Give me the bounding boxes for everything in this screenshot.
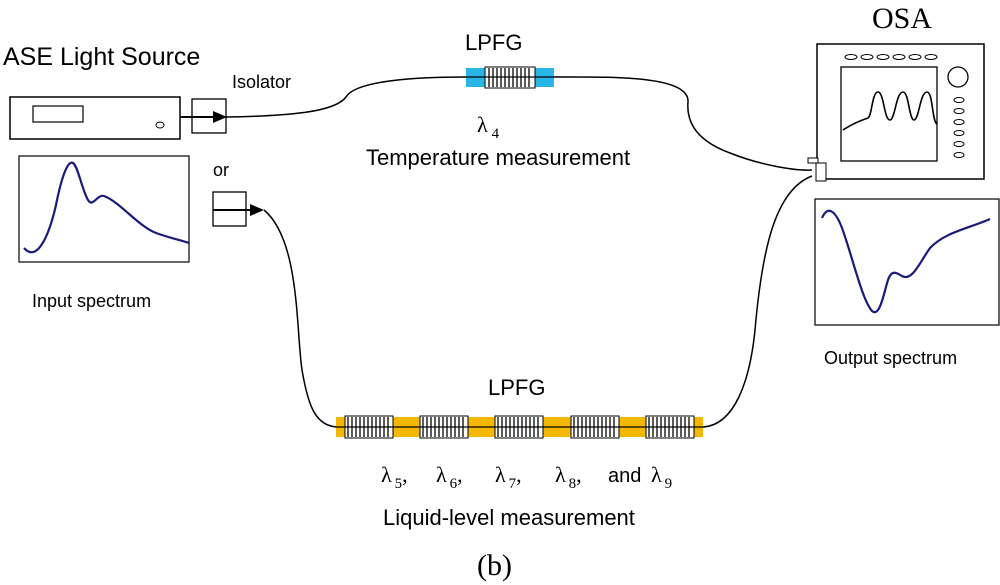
ase-light-source-box [9, 96, 181, 140]
or-label: or [213, 160, 229, 180]
isolator-top [180, 98, 227, 134]
figure-label: (b) [477, 549, 512, 582]
osa-instrument [807, 43, 985, 182]
bottom-lpfg-label: LPFG [488, 375, 545, 400]
top-lpfg-grating [466, 66, 554, 89]
input-spectrum-plot [18, 155, 190, 263]
isolator-bottom [212, 191, 264, 227]
osa-side-buttons [953, 97, 965, 158]
input-spectrum-label: Input spectrum [32, 291, 151, 311]
top-fiber [225, 76, 813, 171]
osa-label: OSA [872, 2, 932, 35]
output-spectrum-label: Output spectrum [824, 348, 957, 368]
osa-screen-trace [842, 91, 938, 131]
liquid-level-measurement-label: Liquid-level measurement [383, 505, 635, 530]
bottom-lpfg-array [336, 415, 703, 439]
bottom-fiber [263, 175, 813, 428]
osa-knob [947, 66, 969, 88]
osa-top-buttons [844, 54, 938, 60]
top-lpfg-label: LPFG [465, 30, 522, 55]
isolator-label: Isolator [232, 72, 291, 92]
output-spectrum-plot [814, 198, 1000, 326]
temperature-measurement-label: Temperature measurement [366, 145, 630, 170]
source-label: ASE Light Source [3, 43, 200, 71]
